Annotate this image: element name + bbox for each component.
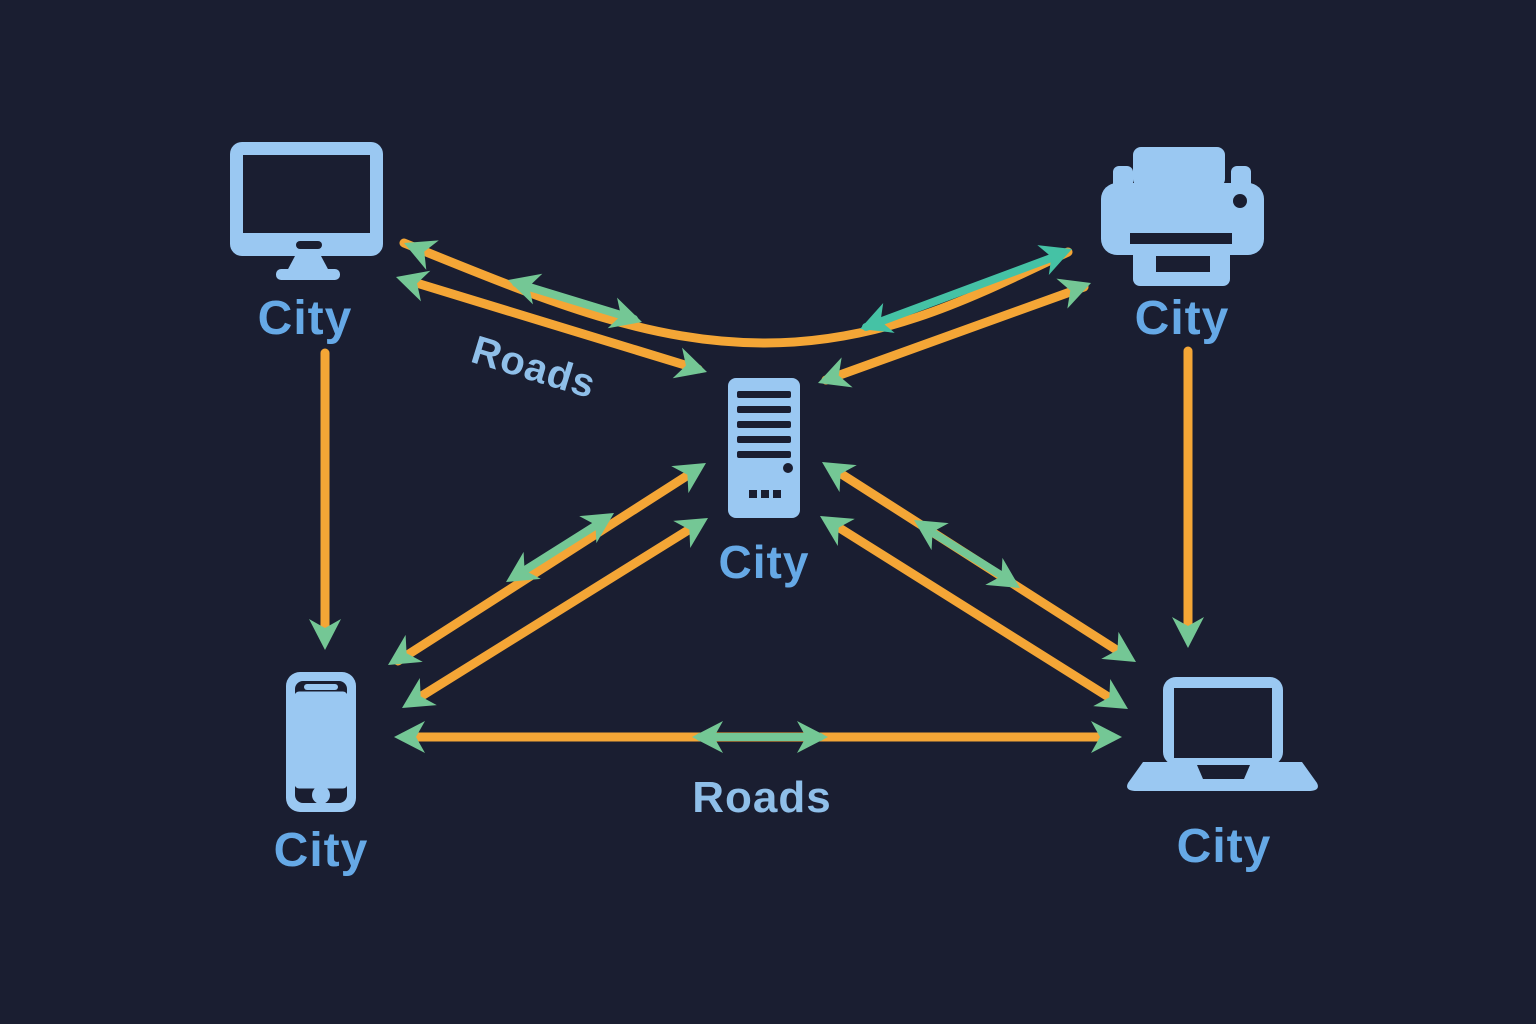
arrowhead — [811, 502, 855, 546]
printer-icon — [1101, 147, 1264, 286]
road-phone-server-upper — [393, 465, 701, 666]
road-monitor-server — [405, 276, 703, 374]
node-center: City — [719, 378, 810, 588]
road-server-printer — [821, 282, 1089, 385]
green-segment-phone-server — [510, 515, 610, 581]
arrowhead — [379, 634, 423, 679]
road-phone-server-lower — [407, 519, 703, 707]
arrowhead — [1056, 267, 1097, 309]
node-top-right: City — [1101, 147, 1264, 345]
arrowhead — [985, 557, 1029, 602]
arrowhead — [393, 678, 437, 722]
city-label: City — [258, 292, 353, 345]
city-label: City — [1177, 820, 1272, 873]
node-bottom-right: City — [1127, 677, 1318, 873]
green-segment-curve-right — [862, 250, 1066, 331]
roads-label-top: Roads — [467, 328, 602, 407]
green-segment-server-laptop — [918, 522, 1016, 586]
city-label: City — [274, 824, 369, 877]
node-bottom-left: City — [274, 672, 369, 877]
arrowhead — [1093, 679, 1137, 723]
road-green-segments — [510, 250, 1066, 741]
arrowhead — [813, 448, 857, 493]
city-label: City — [719, 536, 810, 588]
road-server-laptop-lower — [825, 517, 1123, 708]
arrowhead — [397, 228, 439, 270]
desktop-computer-icon — [230, 142, 383, 280]
city-label: City — [1135, 292, 1230, 345]
node-top-left: City — [230, 142, 383, 345]
smartphone-icon — [286, 672, 356, 812]
arrowhead — [812, 357, 853, 399]
arrowhead — [1101, 631, 1145, 676]
roads-label-bottom: Roads — [692, 773, 831, 822]
server-tower-icon — [728, 378, 800, 518]
laptop-icon — [1127, 677, 1318, 791]
green-segment-curve-left — [512, 279, 638, 323]
arrowhead — [673, 504, 717, 548]
